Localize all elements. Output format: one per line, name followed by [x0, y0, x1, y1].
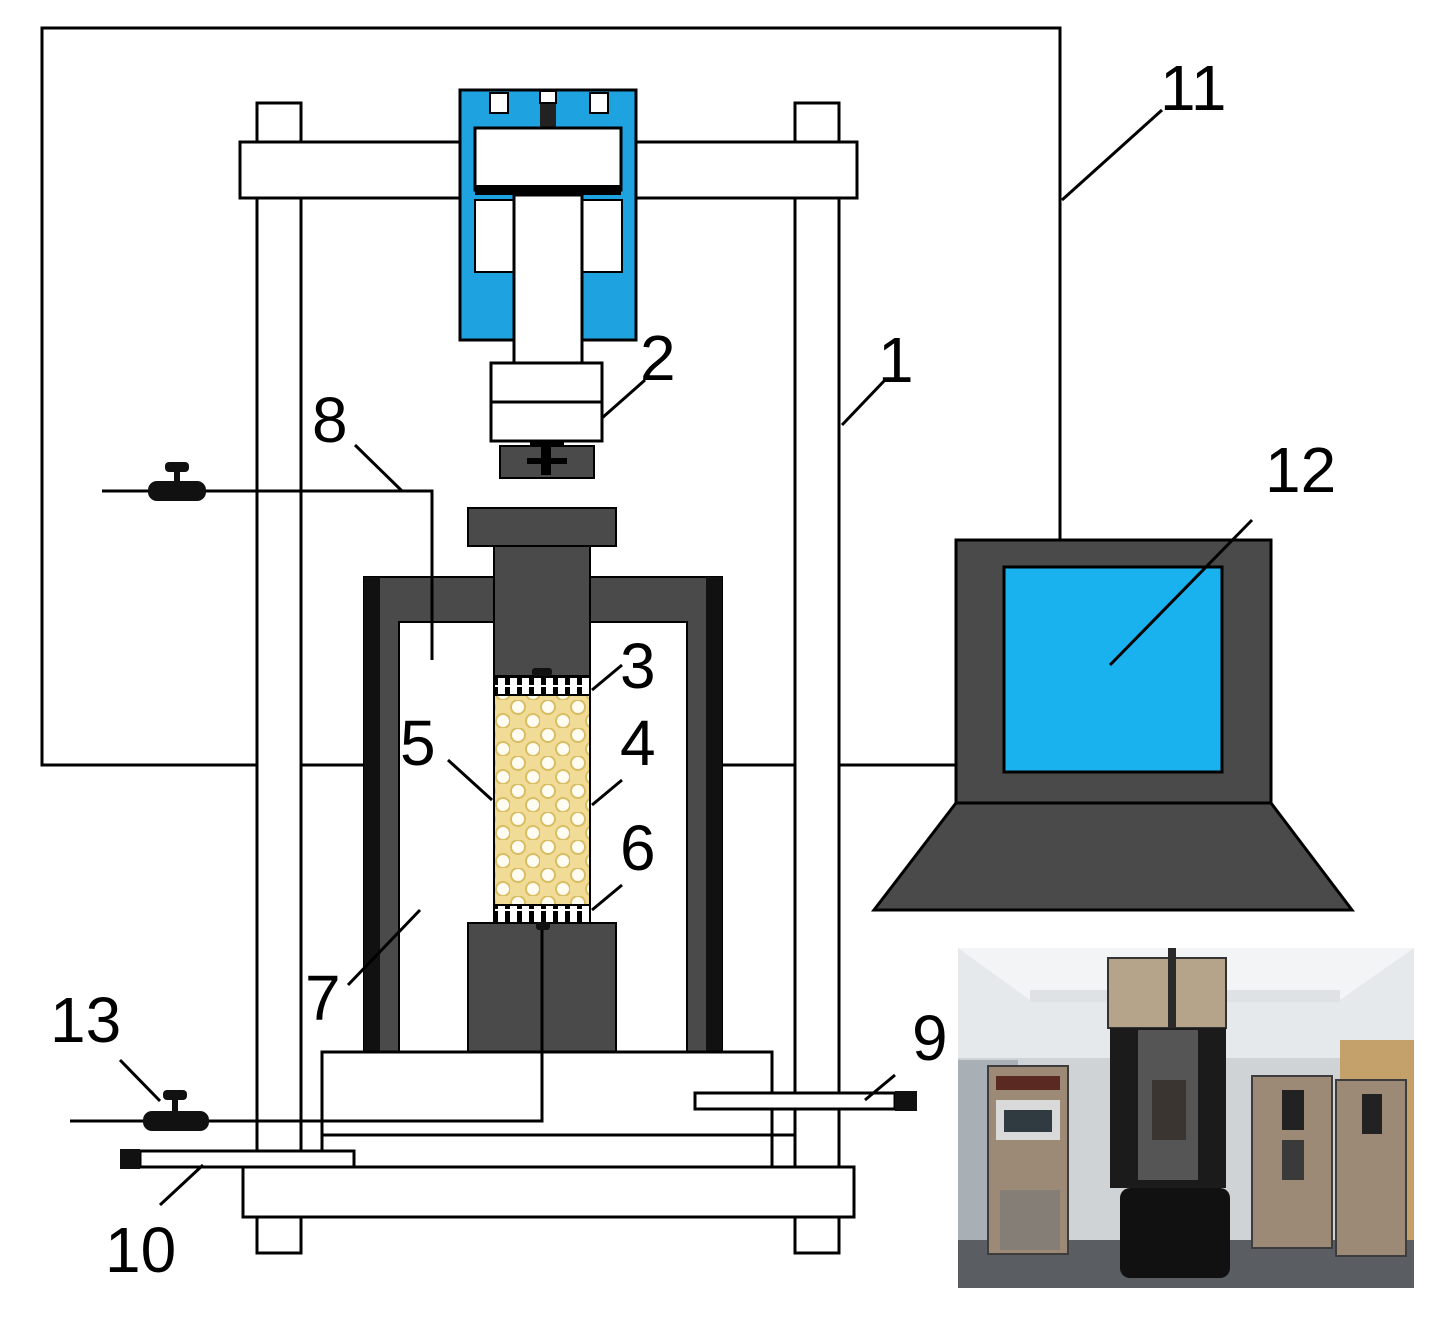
label-13: 13 — [50, 984, 121, 1056]
confining-pressure-line — [102, 489, 434, 660]
loading-ram — [467, 507, 617, 677]
bottom-porous-stone — [493, 904, 591, 924]
label-8: 8 — [312, 384, 348, 456]
displacement-sensor-right — [693, 1091, 917, 1111]
label-5: 5 — [400, 707, 436, 779]
bottom-valve-icon — [143, 1090, 209, 1131]
top-valve-icon — [148, 462, 206, 501]
label-9: 9 — [912, 1002, 948, 1074]
lab-photo — [958, 948, 1414, 1288]
label-12: 12 — [1265, 434, 1336, 506]
leader-lines — [118, 108, 1254, 1207]
computer — [870, 538, 1356, 912]
label-3: 3 — [620, 630, 656, 702]
label-2: 2 — [640, 322, 676, 394]
label-4: 4 — [620, 707, 656, 779]
specimen — [493, 694, 591, 906]
top-porous-stone — [493, 676, 591, 696]
pedestal — [467, 922, 617, 1054]
label-6: 6 — [620, 812, 656, 884]
label-11: 11 — [1160, 52, 1226, 124]
drainage-line — [70, 1053, 544, 1123]
label-7: 7 — [305, 962, 341, 1034]
label-1: 1 — [878, 324, 914, 396]
load-cell — [489, 361, 604, 479]
hydraulic-actuator — [458, 88, 638, 367]
label-10: 10 — [105, 1214, 176, 1286]
displacement-sensor-left — [120, 1149, 356, 1169]
